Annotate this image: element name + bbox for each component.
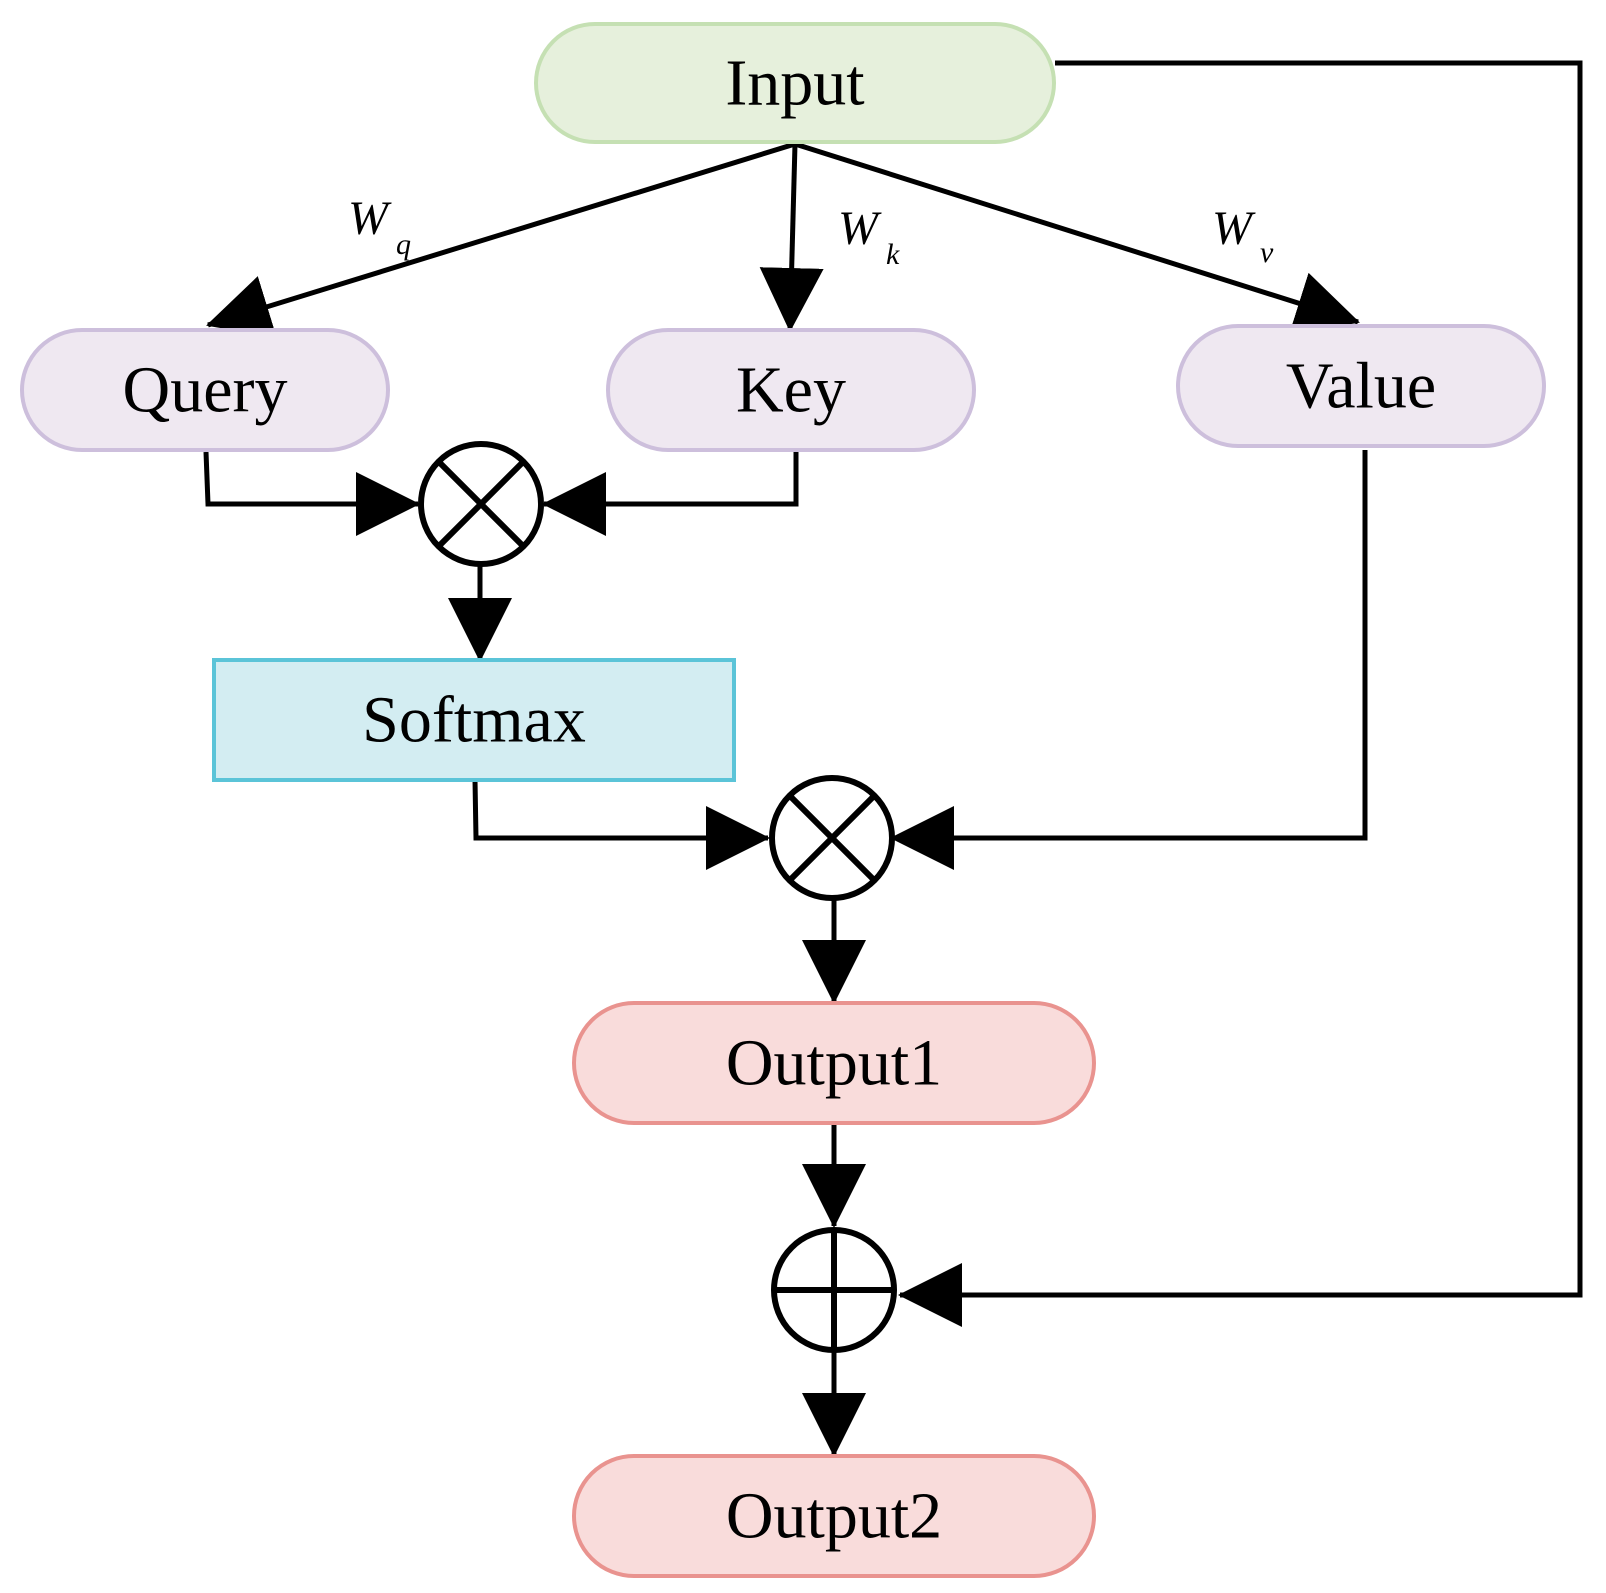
arrow-query-to-matmul1 — [203, 451, 420, 536]
arrow-value-to-matmul2 — [890, 450, 1368, 870]
softmax-label: Softmax — [362, 684, 586, 757]
multiply-icon — [769, 775, 895, 901]
input-label: Input — [725, 47, 864, 120]
arrow-input-to-query — [206, 141, 796, 338]
plus-icon — [771, 1227, 897, 1353]
weight-label-v: W v — [1212, 202, 1274, 269]
arrow-input-skip-to-add — [898, 60, 1583, 1327]
query-node: Query — [20, 328, 390, 452]
weight-k-main: W — [838, 202, 882, 255]
key-node: Key — [606, 328, 976, 452]
weight-v-main: W — [1212, 202, 1256, 255]
output1-node: Output1 — [572, 1001, 1096, 1125]
weight-q-main: W — [348, 192, 392, 245]
value-node: Value — [1176, 324, 1546, 448]
weight-v-sub: v — [1260, 236, 1274, 269]
output2-label: Output2 — [726, 1480, 942, 1553]
value-label: Value — [1286, 350, 1436, 423]
multiply-icon — [418, 441, 544, 567]
weight-q-sub: q — [396, 228, 411, 261]
connectors — [203, 60, 1583, 1457]
arrow-input-to-key — [759, 143, 824, 332]
output1-label: Output1 — [726, 1027, 942, 1100]
input-node: Input — [534, 22, 1056, 144]
weight-k-sub: k — [886, 238, 900, 271]
softmax-node: Softmax — [212, 658, 736, 782]
arrow-softmax-to-matmul2 — [472, 779, 770, 870]
arrow-key-to-matmul1 — [542, 452, 799, 536]
output2-node: Output2 — [572, 1454, 1096, 1578]
key-label: Key — [736, 354, 846, 427]
weight-label-q: W q — [348, 192, 411, 261]
weight-label-k: W k — [838, 202, 900, 271]
query-label: Query — [123, 354, 288, 427]
arrow-input-to-value — [794, 141, 1360, 334]
